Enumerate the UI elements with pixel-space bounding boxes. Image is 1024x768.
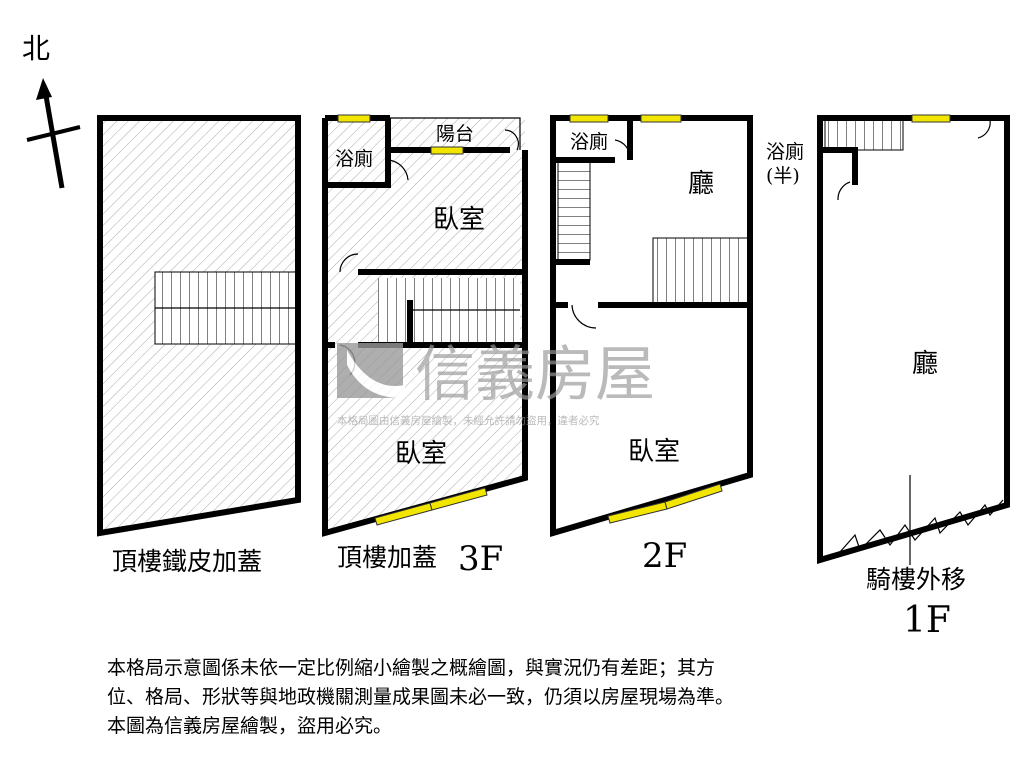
watermark-notice: 本格局圖由信義房屋繪製，未經允許請勿盜用，違者必究: [337, 414, 600, 427]
brand-logo-icon: [337, 343, 405, 399]
door-icon: [977, 119, 991, 139]
room-label-bedroom: 臥室: [395, 439, 447, 469]
door-icon: [837, 181, 851, 201]
room-label-bedroom: 臥室: [433, 205, 485, 235]
north-arrow-icon: [26, 78, 81, 189]
stairs-icon: [652, 237, 749, 305]
door-icon: [504, 129, 519, 151]
door-icon: [387, 159, 409, 181]
floor-3-number: 3F: [458, 539, 503, 579]
door-icon: [339, 253, 359, 273]
disclaimer-line: 本格局示意圖係未依一定比例縮小繪製之概繪圖，與實況仍有差距；其方: [107, 657, 716, 679]
room-label-half: (半): [766, 165, 800, 187]
stairs-icon: [824, 119, 904, 151]
rooftop-iron-title: 頂樓鐵皮加蓋: [112, 547, 262, 576]
room-label-balcony: 陽台: [436, 123, 474, 145]
room-label-bedroom: 臥室: [628, 437, 680, 467]
disclaimer-line: 本圖為信義房屋繪製，盜用必究。: [107, 715, 393, 737]
window-icon: [640, 114, 682, 123]
room-label-hall: 廳: [912, 349, 938, 379]
window-icon: [569, 114, 609, 123]
disclaimer-line: 位、格局、形狀等與地政機關測量成果圖未必一致，仍須以房屋現場為準。: [107, 686, 735, 708]
door-icon: [614, 139, 631, 159]
room-label-bath: 浴廁: [570, 130, 608, 153]
door-icon: [571, 304, 597, 329]
floor-2-title: 2F: [642, 536, 687, 576]
window-icon: [429, 487, 488, 511]
watermark-brand: 信義房屋: [415, 340, 655, 410]
room-label-bath: 浴廁: [766, 140, 804, 163]
window-icon: [430, 146, 464, 155]
room-label-hall: 廳: [688, 169, 714, 199]
floor-3-title: 頂樓加蓋: [337, 543, 437, 572]
north-label: 北: [22, 32, 50, 65]
window-icon: [664, 483, 723, 510]
floor-2-plan: [550, 114, 753, 538]
floor-1-title: 1F: [903, 600, 951, 641]
stairs-icon: [378, 278, 520, 344]
rooftop-iron-plan: [97, 115, 301, 537]
window-icon: [911, 114, 951, 123]
stairs-icon: [557, 161, 591, 261]
arcade-boundary: [839, 499, 1004, 553]
floor-3-plan: [322, 114, 528, 537]
room-label-bath: 浴廁: [335, 147, 373, 170]
watermark: 信義房屋 本格局圖由信義房屋繪製，未經允許請勿盜用，違者必究: [337, 340, 655, 427]
floor-1-plan: [817, 114, 1010, 565]
window-icon: [337, 114, 371, 123]
arcade-note: 騎樓外移: [866, 565, 966, 594]
